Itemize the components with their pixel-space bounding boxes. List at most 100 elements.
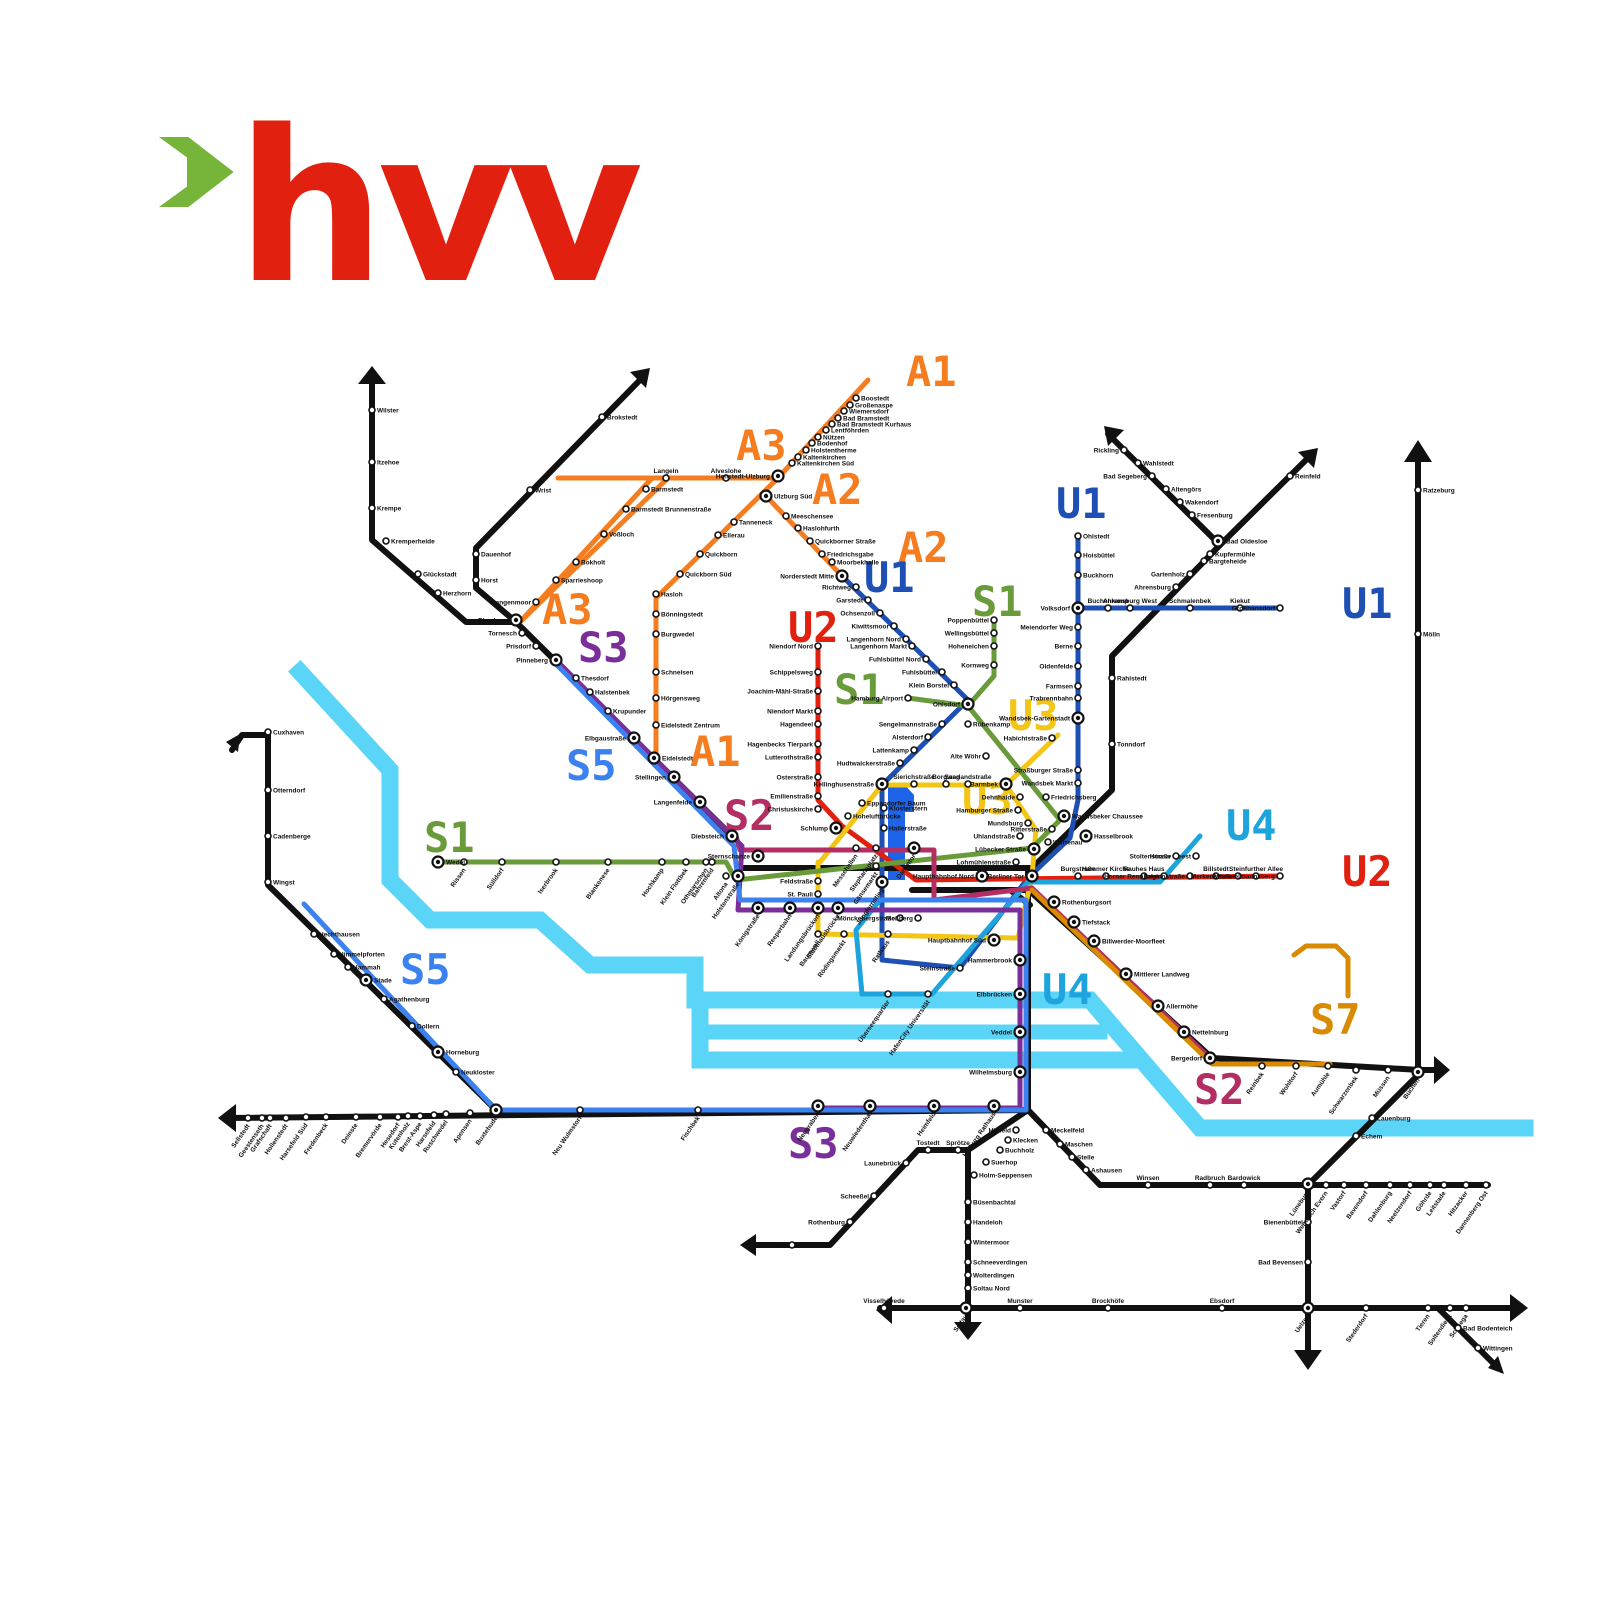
station-marker-lohmuehlenstrasse[interactable]: [1012, 858, 1020, 866]
station-marker-geestenseth[interactable]: [258, 1114, 266, 1122]
station-marker-visselhoevede[interactable]: [880, 1304, 888, 1312]
station-marker-scheessel[interactable]: [870, 1192, 878, 1200]
station-horneburg[interactable]: Horneburg: [431, 1045, 480, 1059]
station-marker-kaltenkirchen[interactable]: [794, 453, 802, 461]
station-marker-kaltenkirchen-sued[interactable]: [788, 459, 796, 467]
station-marker-bargteheide[interactable]: [1200, 557, 1208, 565]
station-joachim-maehl-strasse[interactable]: Joachim-Mähl-Straße: [747, 687, 822, 696]
station-marker-baumwall[interactable]: [814, 930, 822, 938]
station-marker-stephansplatz[interactable]: [872, 844, 880, 852]
station-holstentherme[interactable]: Holstentherme: [802, 446, 857, 455]
station-marker-goehrde[interactable]: [1426, 1181, 1434, 1189]
station-marker-niendorf-markt[interactable]: [814, 707, 822, 715]
station-marker-schnelsen[interactable]: [652, 668, 660, 676]
station-legienstrasse[interactable]: Legienstraße: [1145, 872, 1194, 881]
station-christuskirche[interactable]: Christuskirche: [767, 805, 822, 814]
station-rauhes-haus[interactable]: Rauhes Haus: [1123, 866, 1165, 880]
station-marker-grossenaspe[interactable]: [846, 401, 854, 409]
station-marker-bad-bodenteich[interactable]: [1454, 1324, 1462, 1332]
station-hammer-kirche[interactable]: Hammer Kirche: [1082, 866, 1130, 880]
station-marker-neukloster[interactable]: [452, 1068, 460, 1076]
station-marker-wakendorf[interactable]: [1176, 498, 1184, 506]
station-langenmoor[interactable]: Langenmoor: [492, 598, 540, 607]
station-sengelmannstrasse[interactable]: Sengelmannstraße: [879, 720, 946, 729]
station-dehnhaide[interactable]: Dehnhaide: [982, 793, 1024, 802]
station-marker-ashausen[interactable]: [1082, 1166, 1090, 1174]
station-marker-wiemersdorf[interactable]: [840, 407, 848, 415]
station-wellingsbuettel[interactable]: Wellingsbüttel: [945, 629, 998, 638]
station-harsefeld-sued[interactable]: Harsefeld Süd: [279, 1113, 310, 1162]
station-wedel[interactable]: Wedel: [431, 855, 466, 869]
station-radbruch[interactable]: Radbruch: [1195, 1175, 1225, 1189]
station-alte-woehr[interactable]: Alte Wöhr: [950, 752, 990, 761]
station-lauenburg[interactable]: Lauenburg: [1368, 1114, 1411, 1123]
station-marker-stelle[interactable]: [1068, 1153, 1076, 1161]
station-wohltorf[interactable]: Wohltorf: [1279, 1062, 1300, 1097]
station-marker-schippelsweg[interactable]: [814, 668, 822, 676]
station-marker-alte-woehr[interactable]: [982, 752, 990, 760]
station-marker-prisdorf[interactable]: [532, 642, 540, 650]
station-reinfeld[interactable]: Reinfeld: [1286, 472, 1321, 481]
station-marker-barmstedt[interactable]: [642, 485, 650, 493]
station-bad-bevensen[interactable]: Bad Bevensen: [1258, 1258, 1312, 1267]
station-marker-hamburger-strasse[interactable]: [1014, 806, 1022, 814]
station-langenhorn-nord[interactable]: Langenhorn Nord: [846, 635, 910, 644]
station-marker-messehallen[interactable]: [852, 844, 860, 852]
station-marker-fresenburg[interactable]: [1188, 511, 1196, 519]
station-grossenaspe[interactable]: Großenaspe: [846, 401, 893, 410]
station-muessen[interactable]: Müssen: [1372, 1066, 1392, 1099]
station-marker-tonndorf[interactable]: [1108, 740, 1116, 748]
station-friedrichsgabe[interactable]: Friedrichsgabe: [818, 550, 874, 559]
station-kornweg[interactable]: Kornweg: [961, 661, 998, 670]
station-hagenbecks-tierpark[interactable]: Hagenbecks Tierpark: [747, 740, 822, 749]
station-marker-klein-borstel[interactable]: [950, 681, 958, 689]
station-hoheluftbruecke[interactable]: Hoheluftbrücke: [844, 812, 901, 821]
station-marker-ahrensburg[interactable]: [1172, 583, 1180, 591]
station-marker-lauenburg[interactable]: [1368, 1114, 1376, 1122]
station-marker-vossloch[interactable]: [600, 530, 608, 538]
station-marker-iserbrook[interactable]: [552, 858, 560, 866]
station-elbgaustrasse[interactable]: Elbgaustraße: [585, 731, 641, 745]
station-strassburger-strasse[interactable]: Straßburger Straße: [1014, 766, 1082, 775]
station-maschen[interactable]: Maschen: [1056, 1140, 1093, 1149]
station-marker-poppenbuettel[interactable]: [990, 616, 998, 624]
station-buchenkamp[interactable]: Buchenkamp: [1088, 598, 1129, 612]
station-marker-rissen[interactable]: [460, 858, 468, 866]
station-barmstedt[interactable]: Barmstedt: [642, 485, 684, 494]
station-marker-halstenbek[interactable]: [586, 688, 594, 696]
station-kiwittsmoor[interactable]: Kiwittsmoor: [851, 622, 898, 631]
station-hasloh[interactable]: Hasloh: [652, 590, 683, 599]
station-kiekut[interactable]: Kiekut: [1230, 598, 1251, 612]
station-marker-wartenau[interactable]: [1044, 838, 1052, 846]
station-marker-ratzeburg[interactable]: [1414, 486, 1422, 494]
station-wilhelmsburg[interactable]: Wilhelmsburg: [969, 1065, 1027, 1079]
station-marker-deinste[interactable]: [352, 1113, 360, 1121]
station-marker-sellstedt[interactable]: [244, 1114, 252, 1122]
station-marker-altengoers[interactable]: [1162, 485, 1170, 493]
station-marker-hoisbuettel[interactable]: [1074, 551, 1082, 559]
station-ahrensburg-west[interactable]: Ahrensburg West: [1103, 598, 1158, 612]
station-klecken[interactable]: Klecken: [1004, 1136, 1038, 1145]
station-marker-hammer-kirche[interactable]: [1102, 872, 1110, 880]
station-marker-trabrennbahn[interactable]: [1074, 694, 1082, 702]
station-kaltenkirchen-sued[interactable]: Kaltenkirchen Süd: [788, 459, 854, 468]
station-rothenburg[interactable]: Rothenburg: [808, 1218, 854, 1227]
station-marker-gaensemarkt[interactable]: [872, 862, 880, 870]
station-stoltenstrasse[interactable]: Stoltenstraße: [1129, 852, 1180, 861]
station-marker-hamburg-airport[interactable]: [904, 694, 912, 702]
station-marker-suelldorf[interactable]: [498, 858, 506, 866]
station-buxtehude[interactable]: Buxtehude: [475, 1103, 503, 1147]
station-sottrum[interactable]: Sottrum: [762, 1241, 796, 1250]
station-poppenbuettel[interactable]: Poppenbüttel: [947, 616, 998, 625]
station-schmalenbek[interactable]: Schmalenbek: [1169, 598, 1211, 612]
station-feldstrasse[interactable]: Feldstraße: [780, 877, 822, 886]
station-marker-bad-bevensen[interactable]: [1304, 1258, 1312, 1266]
station-marker-dahlenburg[interactable]: [1386, 1181, 1394, 1189]
station-klein-borstel[interactable]: Klein Borstel: [909, 681, 958, 690]
station-hammah[interactable]: Hammah: [344, 963, 380, 972]
station-henstedt-ulzburg[interactable]: Henstedt-Ulzburg: [716, 469, 785, 483]
station-niendorf-nord[interactable]: Niendorf Nord: [769, 642, 822, 651]
station-marker-berne[interactable]: [1074, 642, 1082, 650]
station-langenhorn-markt[interactable]: Langenhorn Markt: [850, 642, 916, 651]
station-marker-burgstrasse[interactable]: [1074, 872, 1082, 880]
